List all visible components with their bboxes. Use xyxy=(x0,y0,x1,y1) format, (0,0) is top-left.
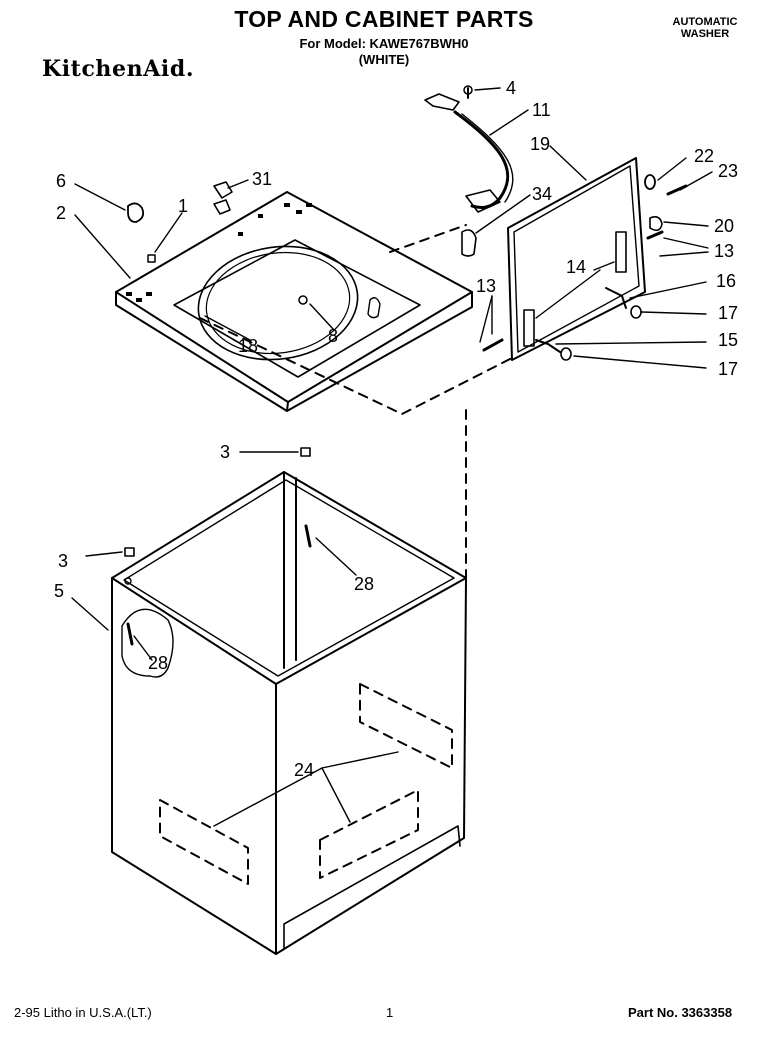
hidden-lines xyxy=(159,224,513,885)
top-panel xyxy=(115,191,477,412)
callout-18: 18 xyxy=(238,336,258,356)
page-title: TOP AND CABINET PARTS xyxy=(234,6,534,32)
callout-17b: 17 xyxy=(718,359,738,379)
callout-19: 19 xyxy=(530,134,550,154)
callout-5: 5 xyxy=(54,581,64,601)
callout-2: 2 xyxy=(56,203,66,223)
footer-part-number: Part No. 3363358 xyxy=(628,1005,733,1020)
brand-logo: KitchenAid. xyxy=(42,56,195,82)
model-color: (WHITE) xyxy=(358,52,410,67)
callout-22: 22 xyxy=(694,146,714,166)
callout-23: 23 xyxy=(718,161,738,181)
callout-20: 20 xyxy=(714,216,734,236)
category-line-2: WASHER xyxy=(680,28,730,40)
callout-14: 14 xyxy=(566,257,586,277)
callout-13b: 13 xyxy=(476,276,496,296)
callout-24: 24 xyxy=(294,760,314,780)
callout-1: 1 xyxy=(178,196,188,216)
cabinet xyxy=(111,447,467,955)
callout-28b: 28 xyxy=(148,653,168,673)
callout-34: 34 xyxy=(532,184,552,204)
leader-lines xyxy=(71,87,713,827)
footer-print-date: 2-95 Litho in U.S.A.(LT.) xyxy=(14,1005,152,1020)
callout-28a: 28 xyxy=(354,574,374,594)
small-parts xyxy=(127,181,233,263)
callout-3b: 3 xyxy=(58,551,68,571)
callout-11: 11 xyxy=(532,100,551,120)
callout-16: 16 xyxy=(716,271,736,291)
callout-labels: 6 2 1 31 4 11 19 34 22 23 20 13 14 16 13… xyxy=(54,78,738,780)
callout-8: 8 xyxy=(328,326,338,346)
callout-15: 15 xyxy=(718,330,738,350)
callout-31: 31 xyxy=(252,169,272,189)
callout-13a: 13 xyxy=(714,241,734,261)
lid-switch-harness xyxy=(424,85,514,213)
callout-6: 6 xyxy=(56,171,66,191)
product-category: AUTOMATIC WASHER xyxy=(660,16,750,40)
lid-assembly xyxy=(482,157,688,361)
callout-4: 4 xyxy=(506,78,516,98)
category-line-1: AUTOMATIC xyxy=(672,16,738,28)
callout-17a: 17 xyxy=(718,303,738,323)
footer-page-number: 1 xyxy=(386,1005,394,1020)
model-number: For Model: KAWE767BWH0 xyxy=(299,36,469,51)
callout-3a: 3 xyxy=(220,442,230,462)
